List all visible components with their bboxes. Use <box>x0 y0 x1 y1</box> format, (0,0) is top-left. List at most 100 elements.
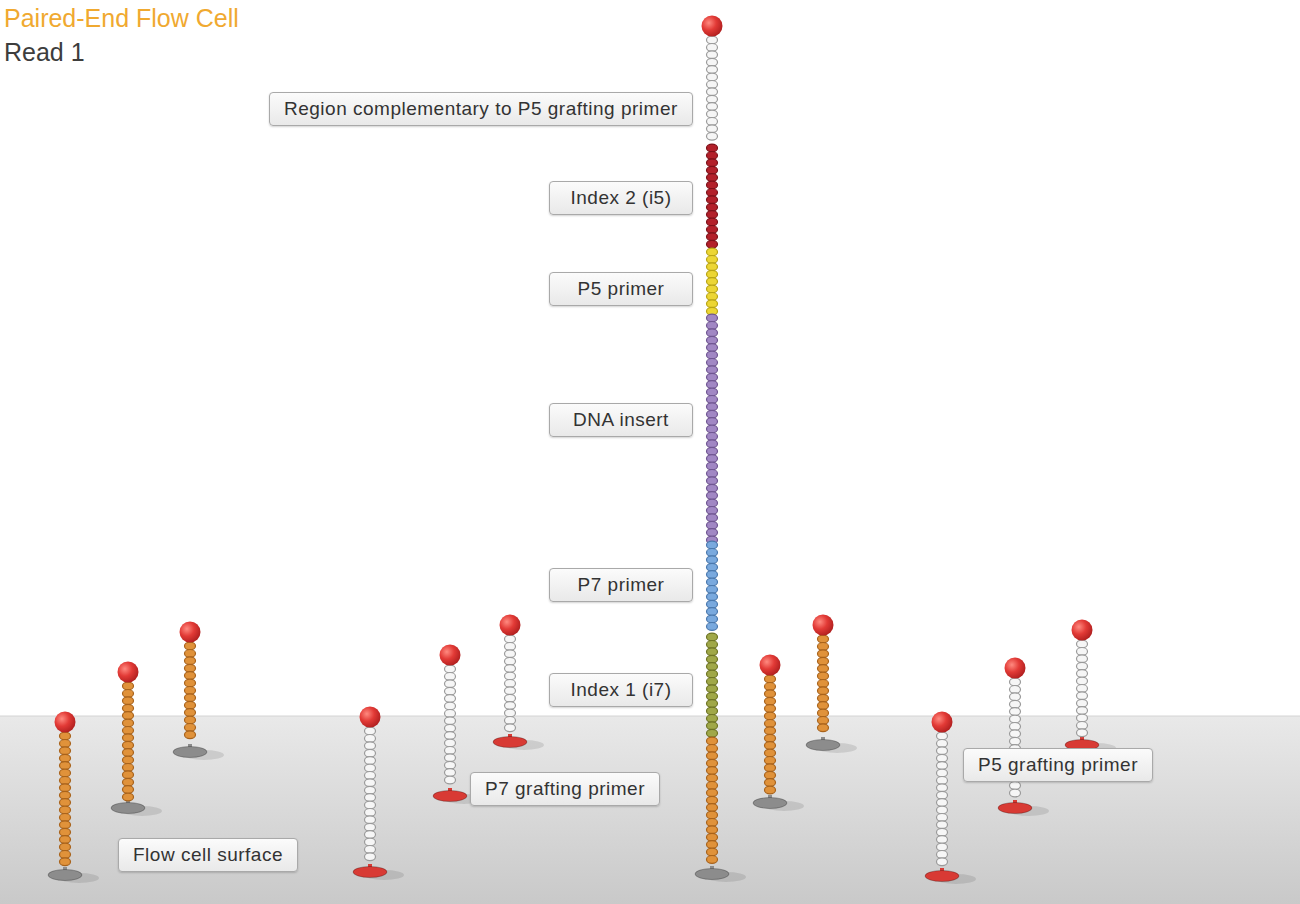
nucleotide-bead <box>707 811 718 819</box>
nucleotide-bead <box>445 739 456 747</box>
strand-cap <box>1005 658 1026 679</box>
nucleotide-bead <box>818 672 829 680</box>
nucleotide-bead <box>707 563 718 571</box>
nucleotide-bead <box>60 836 71 844</box>
nucleotide-bead <box>123 712 134 720</box>
nucleotide-bead <box>123 727 134 735</box>
callout-label: Region complementary to P5 grafting prim… <box>284 98 678 119</box>
nucleotide-bead <box>707 600 718 608</box>
nucleotide-bead <box>365 823 376 831</box>
nucleotide-bead <box>707 118 718 126</box>
nucleotide-bead <box>937 777 948 785</box>
nucleotide-bead <box>937 747 948 755</box>
nucleotide-bead <box>123 690 134 698</box>
oligo-strands <box>48 16 1116 885</box>
nucleotide-bead <box>365 757 376 765</box>
nucleotide-bead <box>707 329 718 337</box>
nucleotide-bead <box>707 608 718 616</box>
nucleotide-bead <box>445 761 456 769</box>
nucleotide-bead <box>707 578 718 586</box>
anchor-base <box>998 803 1032 814</box>
nucleotide-bead <box>707 211 718 219</box>
nucleotide-bead <box>505 680 516 688</box>
nucleotide-bead <box>185 664 196 672</box>
callout-label: Index 1 (i7) <box>570 679 671 700</box>
nucleotide-bead <box>185 724 196 732</box>
nucleotide-bead <box>185 701 196 709</box>
nucleotide-bead <box>707 752 718 760</box>
nucleotide-bead <box>937 769 948 777</box>
nucleotide-bead <box>765 690 776 698</box>
nucleotide-bead <box>707 641 718 649</box>
nucleotide-bead <box>185 672 196 680</box>
nucleotide-bead <box>185 716 196 724</box>
nucleotide-bead <box>185 650 196 658</box>
nucleotide-bead <box>707 447 718 455</box>
callout-label: Flow cell surface <box>133 844 283 865</box>
nucleotide-bead <box>123 682 134 690</box>
anchor-base <box>433 791 467 802</box>
nucleotide-bead <box>707 804 718 812</box>
callout-box: P5 grafting primer <box>963 748 1153 782</box>
nucleotide-bead <box>1010 730 1021 738</box>
callout-box: P5 primer <box>549 272 693 306</box>
nucleotide-bead <box>707 507 718 515</box>
callout-box: P7 grafting primer <box>470 772 660 806</box>
anchor-base <box>695 869 729 880</box>
nucleotide-bead <box>818 724 829 732</box>
nucleotide-bead <box>123 764 134 772</box>
nucleotide-bead <box>818 702 829 710</box>
nucleotide-bead <box>1077 685 1088 693</box>
callout-box: DNA insert <box>549 403 693 437</box>
nucleotide-bead <box>445 695 456 703</box>
nucleotide-bead <box>707 648 718 656</box>
nucleotide-bead <box>707 132 718 140</box>
anchor-base <box>806 740 840 751</box>
callout-label: P7 grafting primer <box>485 778 645 799</box>
nucleotide-bead <box>818 680 829 688</box>
nucleotide-bead <box>707 73 718 81</box>
strand-cap <box>1072 620 1093 641</box>
nucleotide-bead <box>707 410 718 418</box>
nucleotide-bead <box>937 828 948 836</box>
nucleotide-bead <box>707 248 718 256</box>
nucleotide-bead <box>707 336 718 344</box>
nucleotide-bead <box>707 351 718 359</box>
nucleotide-bead <box>185 642 196 650</box>
nucleotide-bead <box>505 657 516 665</box>
nucleotide-bead <box>445 710 456 718</box>
nucleotide-bead <box>1077 722 1088 730</box>
nucleotide-bead <box>818 635 829 643</box>
nucleotide-bead <box>505 672 516 680</box>
nucleotide-bead <box>365 742 376 750</box>
nucleotide-bead <box>707 159 718 167</box>
nucleotide-bead <box>937 806 948 814</box>
nucleotide-bead <box>1010 686 1021 694</box>
nucleotide-bead <box>707 484 718 492</box>
callout-label: P5 primer <box>578 278 665 299</box>
nucleotide-bead <box>818 665 829 673</box>
nucleotide-bead <box>707 633 718 641</box>
nucleotide-bead <box>445 747 456 755</box>
nucleotide-bead <box>765 734 776 742</box>
nucleotide-bead <box>1077 729 1088 737</box>
nucleotide-bead <box>707 715 718 723</box>
nucleotide-bead <box>707 396 718 404</box>
nucleotide-bead <box>937 836 948 844</box>
nucleotide-bead <box>707 256 718 264</box>
nucleotide-bead <box>707 737 718 745</box>
nucleotide-bead <box>707 826 718 834</box>
nucleotide-bead <box>707 203 718 211</box>
nucleotide-bead <box>707 103 718 111</box>
nucleotide-bead <box>1077 662 1088 670</box>
nucleotide-bead <box>765 705 776 713</box>
nucleotide-bead <box>1010 700 1021 708</box>
nucleotide-bead <box>765 757 776 765</box>
callout-box: Flow cell surface <box>118 838 298 872</box>
callout-box: P7 primer <box>549 568 693 602</box>
nucleotide-bead <box>60 732 71 740</box>
nucleotide-bead <box>707 388 718 396</box>
nucleotide-bead <box>765 764 776 772</box>
anchor-base <box>753 798 787 809</box>
